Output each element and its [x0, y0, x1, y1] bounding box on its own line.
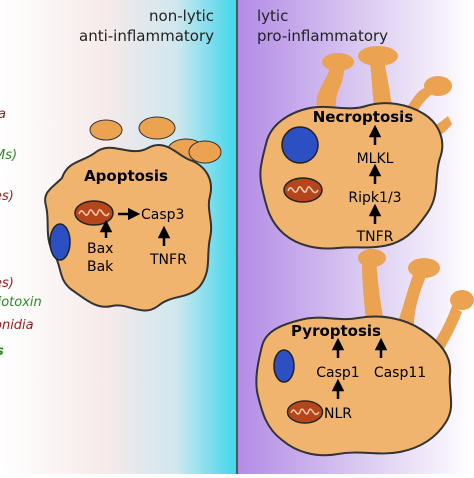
apoptosis-mitochondrion — [74, 200, 114, 226]
left-header-line1: non-lytic — [149, 7, 214, 25]
apoptosis-title: Apoptosis — [84, 167, 168, 185]
apoptosis-tnfr-label: TNFR — [149, 252, 187, 268]
pyroptosis-nucleus — [273, 349, 295, 383]
pyroptosis-blebs — [358, 249, 474, 356]
pyroptosis-mitochondrion — [286, 400, 324, 424]
pyroptosis-title: Pyroptosis — [291, 322, 381, 340]
right-header-line2: pro-inflammatory — [257, 27, 388, 45]
side-label: s — [0, 344, 4, 359]
apoptosis-nucleus — [49, 223, 71, 261]
necroptosis-tnfr-label: TNFR — [356, 229, 394, 245]
side-label: a — [0, 107, 6, 122]
right-header-line1: lytic — [257, 7, 288, 25]
necroptosis-mitochondrion — [283, 177, 323, 203]
necroptosis-blebs — [316, 46, 452, 142]
mlkl-label: MLKL — [357, 151, 394, 167]
left-header-line2: anti-inflammatory — [79, 27, 214, 45]
casp11-label: Casp11 — [374, 365, 426, 381]
side-label: onidia — [0, 318, 34, 333]
necroptosis-nucleus — [281, 126, 319, 164]
casp1-label: Casp1 — [316, 365, 359, 381]
side-label: Ms) — [0, 148, 17, 163]
side-label: liotoxin — [0, 295, 42, 310]
ripk-label: Ripk1/3 — [348, 190, 401, 206]
side-label: es) — [0, 189, 14, 204]
nlr-label: NLR — [324, 406, 352, 422]
side-label: es) — [0, 276, 14, 291]
necroptosis-title: Necroptosis — [313, 108, 414, 126]
casp3-label: Casp3 — [141, 207, 184, 223]
bak-label: Bak — [87, 259, 114, 275]
bax-label: Bax — [87, 241, 113, 257]
side-labels: a Ms) es) es) liotoxin onidia s — [0, 107, 42, 359]
